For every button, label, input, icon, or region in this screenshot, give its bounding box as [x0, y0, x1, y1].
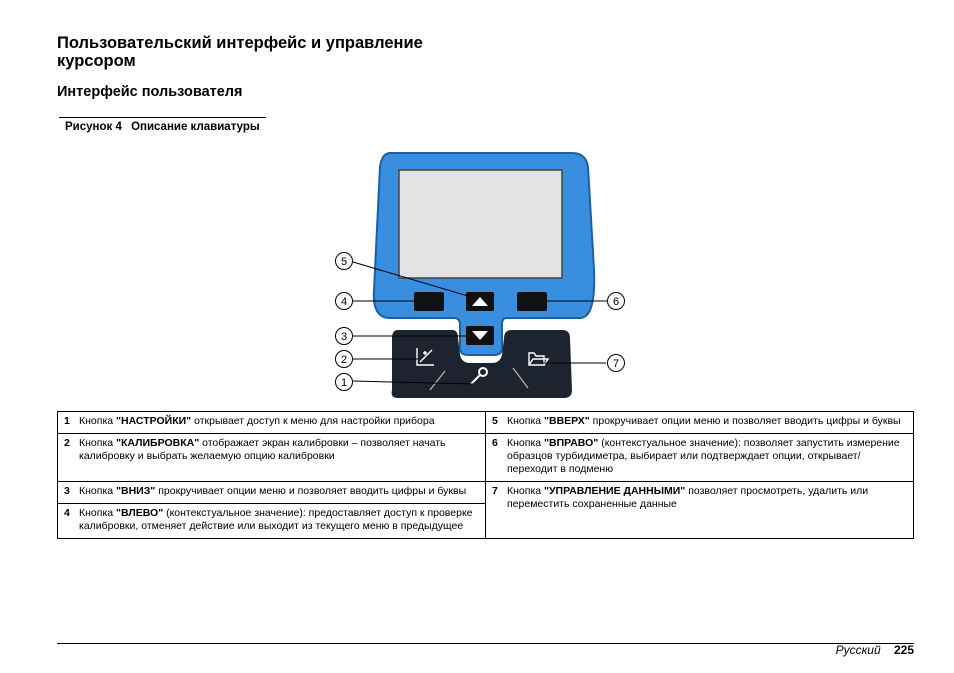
legend-number: 1: [64, 415, 79, 428]
callout-7: 7: [608, 355, 625, 372]
callout-label: 3: [341, 331, 347, 343]
legend-prefix: Кнопка: [507, 437, 544, 449]
legend-cell-6: 6 Кнопка "ВПРАВО" (контекстуальное значе…: [486, 434, 914, 482]
legend-key: "КАЛИБРОВКА": [116, 437, 199, 449]
left-key: [414, 292, 444, 311]
callout-label: 7: [613, 358, 619, 370]
callout-3: 3: [336, 328, 353, 345]
legend-key: "НАСТРОЙКИ": [116, 415, 191, 427]
legend-number: 7: [492, 485, 507, 511]
legend-prefix: Кнопка: [79, 415, 116, 427]
legend-key: "ВВЕРХ": [544, 415, 590, 427]
legend-number: 6: [492, 437, 507, 476]
legend-description: прокручивает опции меню и позволяет ввод…: [590, 415, 901, 427]
section-heading: Пользовательский интерфейс и управление …: [57, 34, 477, 70]
legend-prefix: Кнопка: [507, 485, 544, 497]
legend-key: "ВНИЗ": [116, 485, 155, 497]
legend-cell-4: 4 Кнопка "ВЛЕВО" (контекстуальное значен…: [58, 504, 486, 539]
callout-4: 4: [336, 293, 353, 310]
legend-key: "ВЛЕВО": [116, 507, 163, 519]
legend-number: 3: [64, 485, 79, 498]
keypad-legend-table: 1 Кнопка "НАСТРОЙКИ" открывает доступ к …: [57, 411, 914, 539]
legend-cell-7: 7 Кнопка "УПРАВЛЕНИЕ ДАННЫМИ" позволяет …: [486, 482, 914, 539]
callout-2: 2: [336, 351, 353, 368]
legend-number: 4: [64, 507, 79, 533]
legend-key: "УПРАВЛЕНИЕ ДАННЫМИ": [544, 485, 685, 497]
right-key: [517, 292, 547, 311]
legend-description: открывает доступ к меню для настройки пр…: [191, 415, 434, 427]
legend-cell-5: 5 Кнопка "ВВЕРХ" прокручивает опции меню…: [486, 412, 914, 434]
figure-number: Рисунок 4: [65, 121, 122, 133]
legend-number: 5: [492, 415, 507, 428]
footer-rule: [57, 643, 914, 644]
legend-cell-2: 2 Кнопка "КАЛИБРОВКА" отображает экран к…: [58, 434, 486, 482]
figure-title: Описание клавиатуры: [131, 121, 260, 133]
subsection-heading: Интерфейс пользователя: [57, 84, 242, 100]
legend-prefix: Кнопка: [79, 437, 116, 449]
figure-caption: Рисунок 4 Описание клавиатуры: [59, 117, 266, 133]
footer-language: Русский: [836, 643, 881, 657]
callout-1: 1: [336, 374, 353, 391]
callout-label: 1: [341, 377, 347, 389]
callout-6: 6: [608, 293, 625, 310]
callout-label: 5: [341, 256, 347, 268]
callout-5: 5: [336, 253, 353, 270]
legend-prefix: Кнопка: [79, 507, 116, 519]
legend-description: прокручивает опции меню и позволяет ввод…: [155, 485, 466, 497]
page-number: 225: [894, 643, 914, 657]
keypad-illustration: 5 4 3 2 1 6 7: [280, 150, 680, 400]
legend-cell-1: 1 Кнопка "НАСТРОЙКИ" открывает доступ к …: [58, 412, 486, 434]
callout-label: 6: [613, 296, 619, 308]
legend-number: 2: [64, 437, 79, 463]
page-footer: Русский 225: [836, 643, 914, 657]
legend-cell-3: 3 Кнопка "ВНИЗ" прокручивает опции меню …: [58, 482, 486, 504]
legend-prefix: Кнопка: [79, 485, 116, 497]
callout-label: 4: [341, 296, 347, 308]
legend-key: "ВПРАВО": [544, 437, 598, 449]
callout-label: 2: [341, 354, 347, 366]
legend-prefix: Кнопка: [507, 415, 544, 427]
display-screen: [399, 170, 562, 278]
